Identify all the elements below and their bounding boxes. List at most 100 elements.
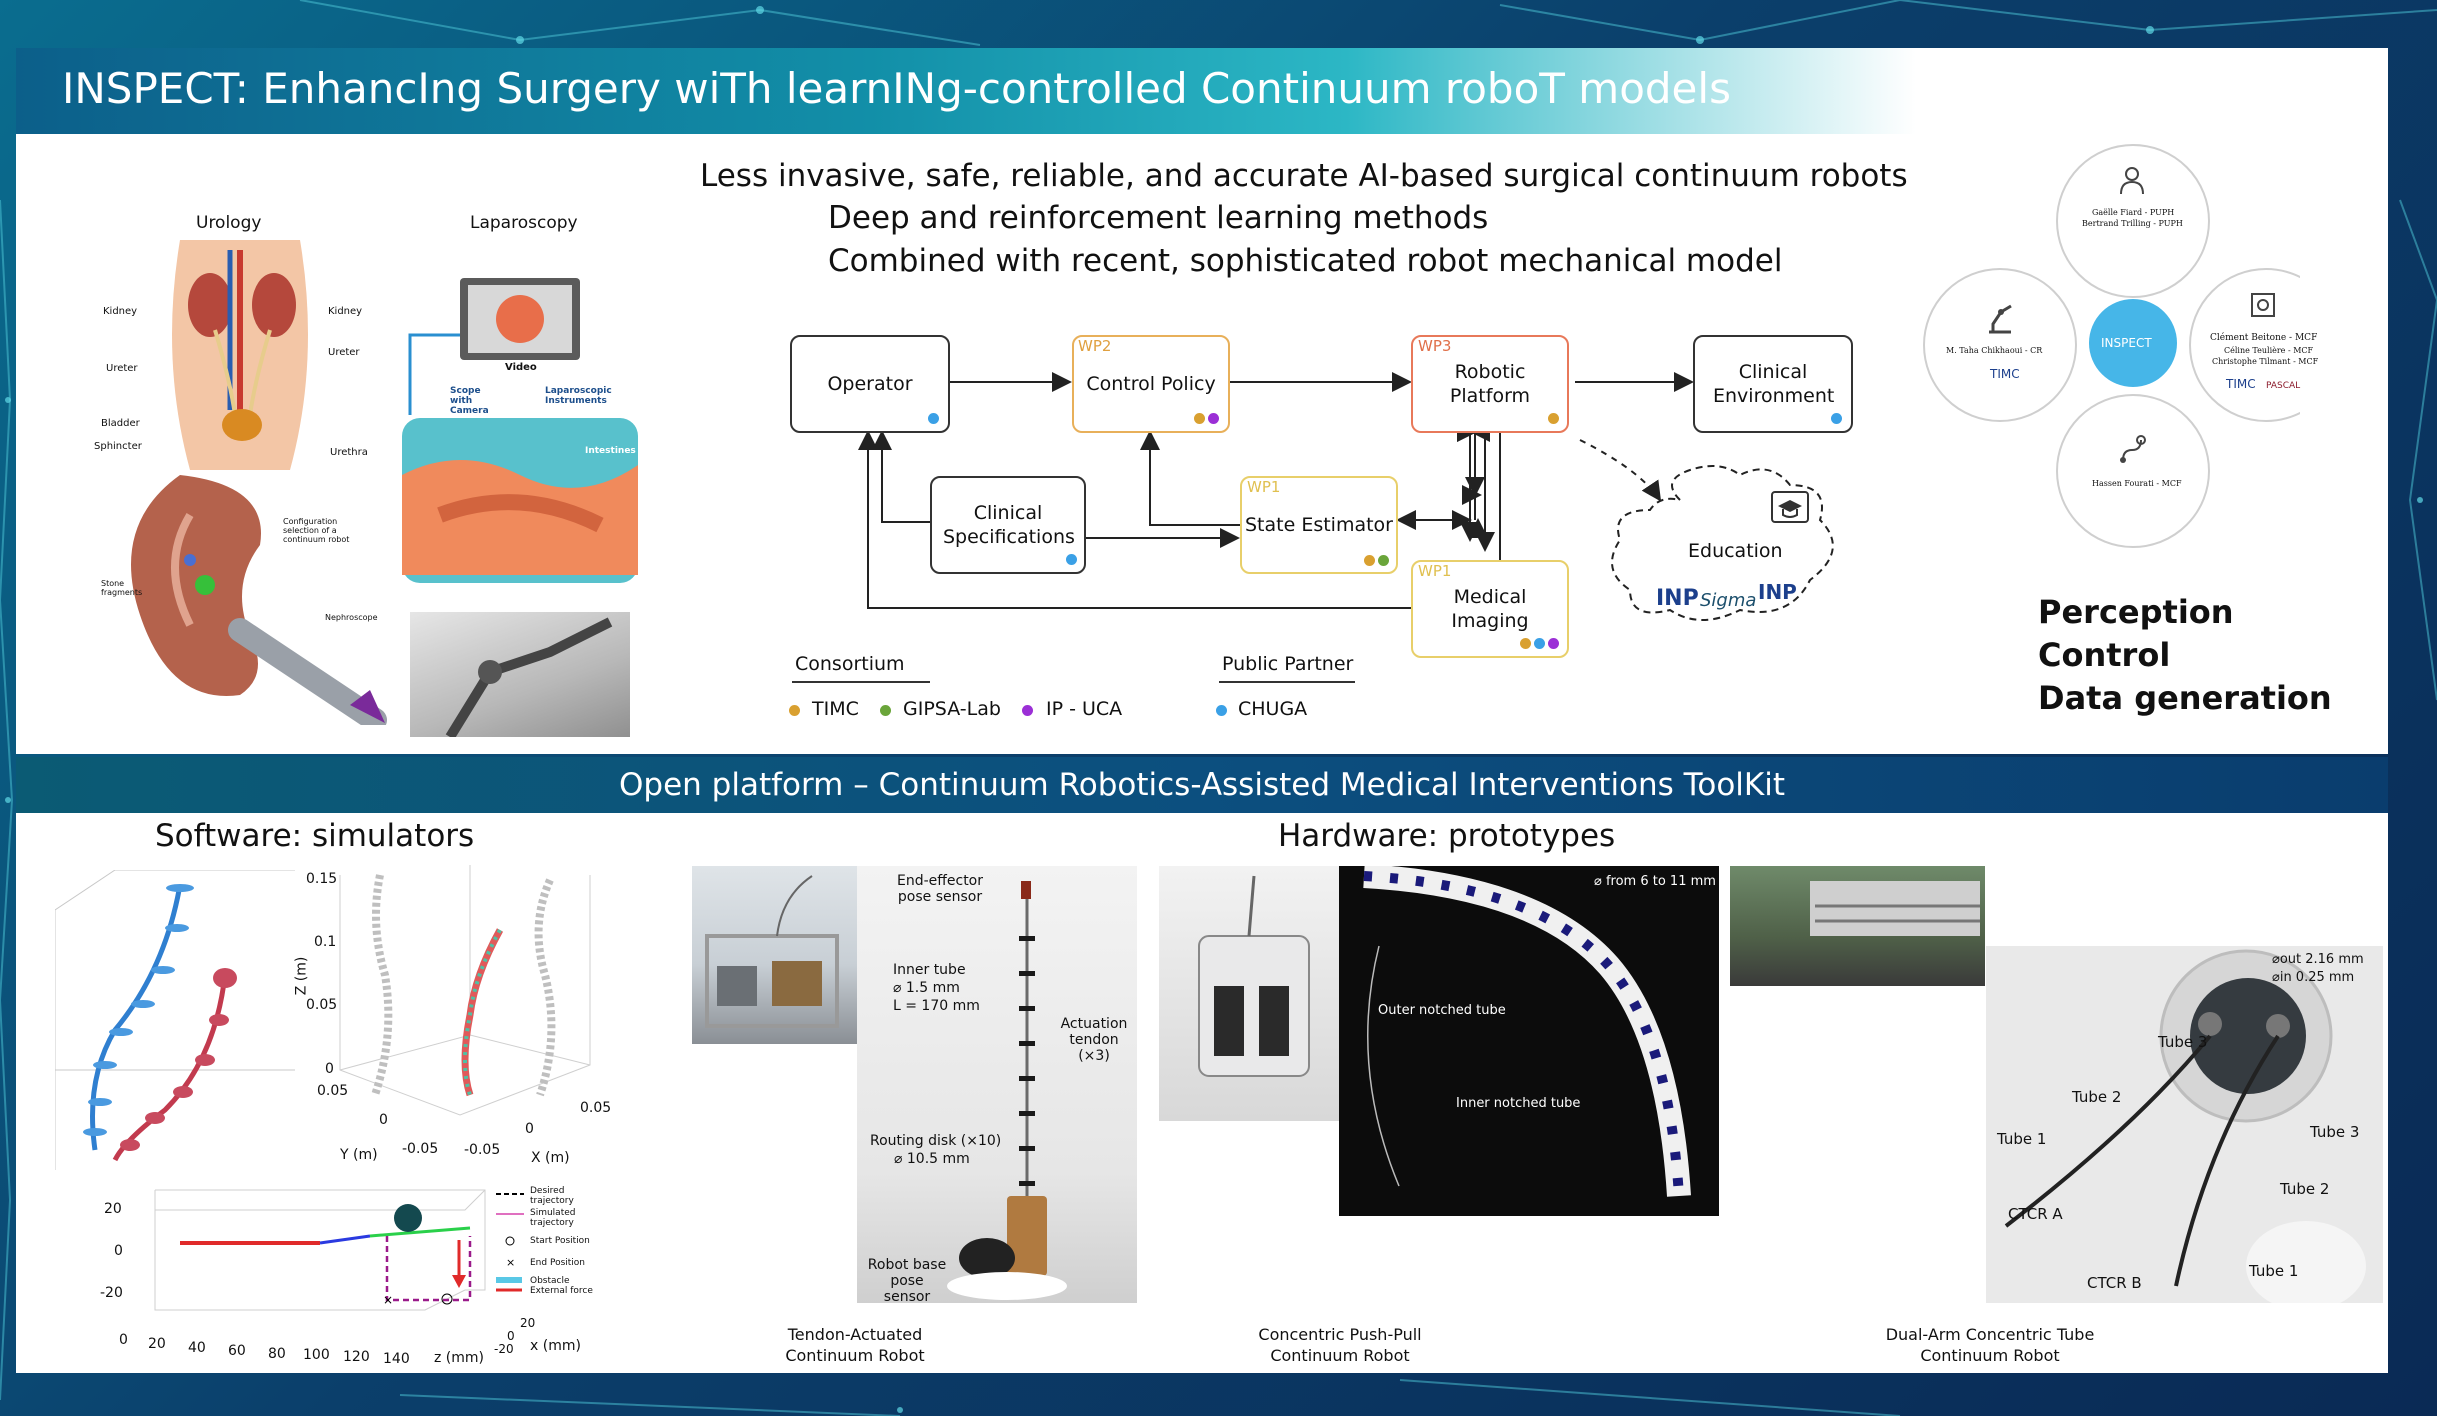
traj-y-tick-2: 0 bbox=[114, 1243, 123, 1259]
routing-disk-diameter: ⌀ 10.5 mm bbox=[894, 1151, 970, 1167]
ctcra-label: CTCR A bbox=[2008, 1205, 2063, 1223]
imaging-dot-ipuca bbox=[1548, 638, 1559, 649]
hardware-title: Hardware: prototypes bbox=[1278, 818, 1616, 854]
operator-box: Operator bbox=[790, 335, 950, 433]
traj-z-tick-4: 60 bbox=[228, 1343, 246, 1359]
laparoscopy-label: Laparoscopy bbox=[470, 213, 578, 233]
traj-legend-force: External force bbox=[530, 1286, 593, 1296]
page-title: INSPECT: EnhancIng Surgery wiTh learnINg… bbox=[62, 64, 1731, 113]
plot3d-z-tick-2: 0.1 bbox=[314, 934, 337, 950]
plot3d-y-label: Y (m) bbox=[340, 1147, 378, 1163]
push-pull-range-label: ⌀ from 6 to 11 mm bbox=[1594, 874, 1716, 889]
plot3d-y-tick-2: 0 bbox=[379, 1112, 388, 1128]
traj-legend-swatches: × bbox=[496, 1193, 524, 1292]
traj-z-tick-5: 80 bbox=[268, 1346, 286, 1362]
traj-z-tick-2: 20 bbox=[148, 1336, 166, 1352]
consortium-label: Consortium bbox=[795, 653, 905, 675]
image-processing-icon bbox=[2251, 293, 2275, 317]
legend-label-ipuca: IP - UCA bbox=[1046, 698, 1123, 720]
team-right-logo2: PASCAL bbox=[2266, 381, 2301, 391]
outer-notched-label: Outer notched tube bbox=[1378, 1003, 1506, 1018]
public-partner-label: Public Partner bbox=[1222, 653, 1354, 675]
video-label: Video bbox=[505, 362, 537, 373]
specs-dot-chuga bbox=[1066, 554, 1077, 565]
team-left-logo: TIMC bbox=[1990, 367, 2020, 381]
team-right-line1: Clément Beitone - MCF bbox=[2210, 333, 2318, 343]
laparoscopy-robot-photo bbox=[410, 612, 630, 737]
title-bar: INSPECT: EnhancIng Surgery wiTh learnINg… bbox=[16, 48, 1916, 134]
legend-dot-timc bbox=[789, 705, 800, 716]
urology-label: Urology bbox=[196, 213, 262, 233]
wp1-state-label: WP1 bbox=[1247, 478, 1281, 496]
routing-disk-label: Routing disk (×10) bbox=[870, 1133, 1002, 1149]
continuum-robot-simulation bbox=[55, 870, 295, 1170]
tube2b-label: Tube 2 bbox=[2280, 1180, 2330, 1198]
plot3d-x-tick-3: 0.05 bbox=[580, 1100, 612, 1116]
dual-arm-setup-photo bbox=[1730, 866, 1985, 986]
logo-inp-2: INP bbox=[1758, 580, 1797, 604]
lap-instruments-label: Laparoscopic Instruments bbox=[545, 386, 612, 406]
section-bar: Open platform – Continuum Robotics-Assis… bbox=[16, 757, 2388, 813]
wp3-label: WP3 bbox=[1418, 337, 1452, 355]
trajectory-plot: × bbox=[154, 1189, 486, 1311]
team-center-label: INSPECT bbox=[2101, 336, 2152, 350]
consortium-underline bbox=[792, 681, 930, 683]
education-hat-icon bbox=[1771, 491, 1809, 523]
intestines-label: Intestines bbox=[585, 446, 636, 456]
traj-z-tick-7: 120 bbox=[343, 1349, 370, 1365]
dual-arm-closeup-photo bbox=[1986, 946, 2383, 1303]
logo-sigma: Sigma bbox=[1700, 590, 1757, 611]
legend-dot-chuga bbox=[1216, 705, 1227, 716]
team-circles bbox=[1923, 144, 2300, 548]
tube3a-label: Tube 3 bbox=[2158, 1033, 2208, 1051]
inner-notched-label: Inner notched tube bbox=[1456, 1096, 1581, 1111]
traj-z-tick-6: 100 bbox=[303, 1347, 330, 1363]
urethra-label: Urethra bbox=[330, 447, 368, 458]
traj-z-tick-3: 40 bbox=[188, 1340, 206, 1356]
inner-tube-label: Inner tube bbox=[893, 962, 966, 978]
team-right-logo1: TIMC bbox=[2226, 377, 2256, 391]
control-dot-ipuca bbox=[1208, 413, 1219, 424]
robotic-platform-label: Robotic Platform bbox=[1449, 361, 1531, 407]
team-bottom-line1: Hassen Fourati - MCF bbox=[2092, 479, 2182, 488]
kidney-nephroscope-illustration bbox=[131, 475, 387, 725]
legend-label-chuga: CHUGA bbox=[1238, 698, 1308, 720]
traj-x-tick-3: -20 bbox=[494, 1342, 514, 1356]
public-partner-underline bbox=[1219, 681, 1355, 683]
state-dot-gipsa bbox=[1378, 555, 1389, 566]
plot3d-y-tick-1: 0.05 bbox=[317, 1083, 349, 1099]
traj-z-label: z (mm) bbox=[434, 1350, 484, 1366]
operator-dot-chuga bbox=[928, 413, 939, 424]
software-title: Software: simulators bbox=[155, 818, 475, 854]
scope-camera-label: Scope with Camera bbox=[450, 386, 489, 416]
traj-x-label: x (mm) bbox=[530, 1338, 581, 1354]
traj-z-tick-8: 140 bbox=[383, 1351, 410, 1367]
traj-legend-desired: Desired trajectory bbox=[530, 1186, 574, 1206]
state-estimator-label: State Estimator bbox=[1244, 514, 1393, 536]
traj-y-tick-3: -20 bbox=[100, 1285, 123, 1301]
plot3d-z-tick-3: 0.05 bbox=[306, 997, 338, 1013]
team-left-line1: M. Taha Chikhaoui - CR bbox=[1946, 346, 2043, 355]
push-pull-caption: Concentric Push-Pull Continuum Robot bbox=[1258, 1325, 1422, 1365]
section-title: Open platform – Continuum Robotics-Assis… bbox=[619, 767, 1785, 803]
control-dot-timc bbox=[1194, 413, 1205, 424]
clinical-environment-label: Clinical Environment bbox=[1713, 361, 1835, 407]
team-right-line2: Céline Teulière - MCF bbox=[2224, 346, 2314, 355]
legend-dot-ipuca bbox=[1022, 705, 1033, 716]
plot3d-z-tick-4: 0 bbox=[325, 1061, 334, 1077]
goal-line-1: Less invasive, safe, reliable, and accur… bbox=[700, 158, 1908, 194]
education-label: Education bbox=[1688, 540, 1783, 562]
nephroscope-label: Nephroscope bbox=[325, 613, 378, 622]
robot-base-label: Robot base pose sensor bbox=[867, 1257, 947, 1305]
robot-arm-icon bbox=[1989, 304, 2012, 334]
medical-staff-icon bbox=[2120, 167, 2144, 195]
inner-tube-length: L = 170 mm bbox=[893, 998, 980, 1014]
team-top-line1: Gaëlle Fiard - PUPH bbox=[2092, 208, 2175, 217]
inner-tube-diameter: ⌀ 1.5 mm bbox=[893, 980, 960, 996]
traj-y-tick-1: 20 bbox=[104, 1201, 122, 1217]
traj-legend-obstacle: Obstacle bbox=[530, 1276, 570, 1286]
d-out-label: ⌀out 2.16 mm bbox=[2272, 952, 2364, 967]
clinical-environment-box: Clinical Environment bbox=[1693, 335, 1853, 433]
imaging-dot-chuga bbox=[1534, 638, 1545, 649]
push-pull-closeup-photo bbox=[1339, 866, 1719, 1216]
